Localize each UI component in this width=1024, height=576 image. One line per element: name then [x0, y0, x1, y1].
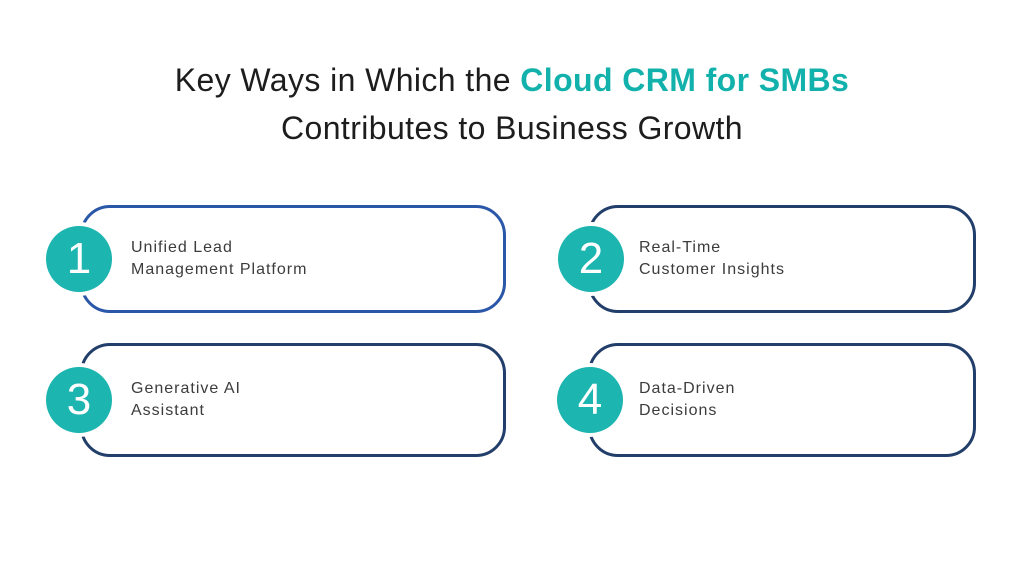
page-title: Key Ways in Which the Cloud CRM for SMBs…	[0, 56, 1024, 152]
card-label: Data-Driven Decisions	[591, 378, 735, 422]
card-label-line-2: Decisions	[639, 402, 718, 419]
number-badge-3: 3	[46, 367, 112, 433]
title-highlight: Cloud CRM for SMBs	[520, 62, 850, 98]
number-badge-2: 2	[558, 226, 624, 292]
number-badge-4: 4	[557, 367, 623, 433]
title-line-2: Contributes to Business Growth	[281, 110, 743, 146]
card-label-line-1: Data-Driven	[639, 380, 736, 397]
card-label: Generative AI Assistant	[83, 378, 241, 422]
title-line-1: Key Ways in Which the Cloud CRM for SMBs	[0, 56, 1024, 104]
card-real-time-customer-insights: Real-Time Customer Insights	[588, 205, 976, 313]
card-label-line-1: Real-Time	[639, 239, 722, 256]
card-label-line-1: Generative AI	[131, 380, 241, 397]
card-unified-lead-management: Unified Lead Management Platform	[80, 205, 506, 313]
number-badge-1: 1	[46, 226, 112, 292]
card-label-line-2: Assistant	[131, 402, 205, 419]
card-label: Unified Lead Management Platform	[83, 237, 307, 281]
card-data-driven-decisions: Data-Driven Decisions	[588, 343, 976, 457]
card-label-line-1: Unified Lead	[131, 239, 233, 256]
title-prefix: Key Ways in Which the	[174, 62, 521, 98]
card-label-line-2: Management Platform	[131, 261, 308, 278]
card-label: Real-Time Customer Insights	[591, 237, 785, 281]
card-label-line-2: Customer Insights	[639, 261, 785, 278]
card-generative-ai-assistant: Generative AI Assistant	[80, 343, 506, 457]
